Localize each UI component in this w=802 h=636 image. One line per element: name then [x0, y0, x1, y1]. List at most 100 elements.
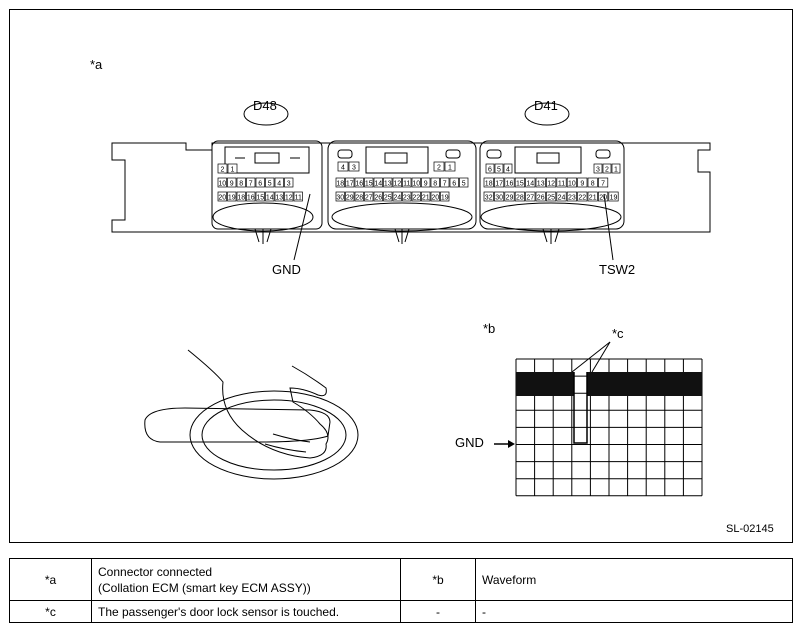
pin-number: 5 [268, 181, 272, 188]
pin-cell [411, 191, 421, 202]
pin-number: 20 [218, 195, 226, 202]
d48-label-oval [243, 102, 289, 126]
pin-number: 16 [506, 181, 514, 188]
connector-middle [327, 140, 477, 244]
connector-d48 [211, 140, 323, 244]
connector-d41-label: D41 [534, 98, 558, 113]
pin-number: 15 [256, 195, 264, 202]
pin-cell [433, 161, 445, 172]
pin-number: 21 [589, 195, 597, 202]
pin-number: 25 [384, 195, 392, 202]
pin-cell [246, 177, 256, 188]
pin-cell [255, 191, 265, 202]
signal-drop-trace [573, 372, 588, 444]
legend-table: *a Connector connected (Collation ECM (s… [9, 558, 793, 623]
label-a: *a [90, 57, 103, 72]
pin-number: 4 [341, 165, 345, 172]
pin-number: 29 [506, 195, 514, 202]
pin-cell [598, 177, 609, 188]
legend-row: *a Connector connected (Collation ECM (s… [9, 558, 793, 601]
pin-number: 25 [547, 195, 555, 202]
pin-cell [556, 191, 567, 202]
pin-cell [535, 191, 546, 202]
pin-number: 7 [443, 181, 447, 188]
pin-cell [284, 177, 294, 188]
pin-cell [246, 191, 256, 202]
pin-number: 6 [258, 181, 262, 188]
pin-number: 12 [393, 181, 401, 188]
pin-number: 22 [412, 195, 420, 202]
pin-cell [227, 191, 237, 202]
pin-number: 2 [605, 167, 609, 174]
legend-key: *a [9, 558, 92, 601]
pin-cell [503, 163, 513, 174]
pin-number: 2 [221, 167, 225, 174]
pin-number: 17 [346, 181, 354, 188]
pin-number: 8 [433, 181, 437, 188]
pin-cell [354, 191, 364, 202]
pin-number: 6 [488, 167, 492, 174]
pin-number: 19 [610, 195, 618, 202]
pin-number: 4 [277, 181, 281, 188]
pin-number: 10 [412, 181, 420, 188]
pin-number: 7 [249, 181, 253, 188]
gnd-leader-line [293, 193, 311, 261]
pin-number: 1 [614, 167, 618, 174]
pin-cell [402, 177, 412, 188]
pin-cell [217, 177, 227, 188]
pin-cell [577, 191, 588, 202]
pin-cell [284, 191, 294, 202]
pin-number: 3 [596, 167, 600, 174]
pin-cell [546, 191, 557, 202]
pin-number: 32 [485, 195, 493, 202]
legend-row: *c The passenger's door lock sensor is t… [9, 600, 793, 623]
signal-high-band-right [587, 372, 702, 396]
legend-value: - [475, 600, 793, 623]
pin-cell [535, 177, 546, 188]
pin-number: 13 [384, 181, 392, 188]
pin-number: 9 [424, 181, 428, 188]
pin-number: 28 [516, 195, 524, 202]
pin-cell [293, 191, 303, 202]
pin-number: 24 [393, 195, 401, 202]
pin-number: 5 [497, 167, 501, 174]
pin-number: 4 [506, 167, 510, 174]
legend-value: The passenger's door lock sensor is touc… [91, 600, 401, 623]
pin-cell [274, 177, 284, 188]
legend-value: Connector connected (Collation ECM (smar… [91, 558, 401, 601]
pin-number: 13 [275, 195, 283, 202]
pin-number: 19 [441, 195, 449, 202]
ecu-housing [111, 142, 711, 233]
connector-d41 [479, 140, 625, 244]
pin-cell [373, 177, 383, 188]
pin-cell [402, 191, 412, 202]
pin-number: 20 [431, 195, 439, 202]
label-c: *c [612, 326, 624, 341]
legend-key: - [400, 600, 476, 623]
pin-cell [421, 191, 431, 202]
waveform-gnd-label: GND [455, 435, 484, 450]
pin-cell [345, 177, 355, 188]
d41-label-oval [524, 102, 570, 126]
pin-number: 7 [601, 181, 605, 188]
pin-cell [602, 163, 612, 174]
pin-cell [494, 177, 505, 188]
pin-number: 21 [422, 195, 430, 202]
pin-cell [546, 177, 557, 188]
pin-cell [608, 191, 619, 202]
pin-cell [383, 177, 393, 188]
pin-number: 15 [365, 181, 373, 188]
pin-cell [514, 191, 525, 202]
pin-number: 22 [578, 195, 586, 202]
pin-number: 23 [403, 195, 411, 202]
pin-number: 14 [526, 181, 534, 188]
pin-cell [265, 177, 275, 188]
pin-cell [354, 177, 364, 188]
pin-cell [227, 163, 238, 174]
pin-number: 28 [355, 195, 363, 202]
pin-number: 10 [218, 181, 226, 188]
legend-value-line: Connector connected [98, 564, 213, 579]
pin-cell [577, 177, 588, 188]
